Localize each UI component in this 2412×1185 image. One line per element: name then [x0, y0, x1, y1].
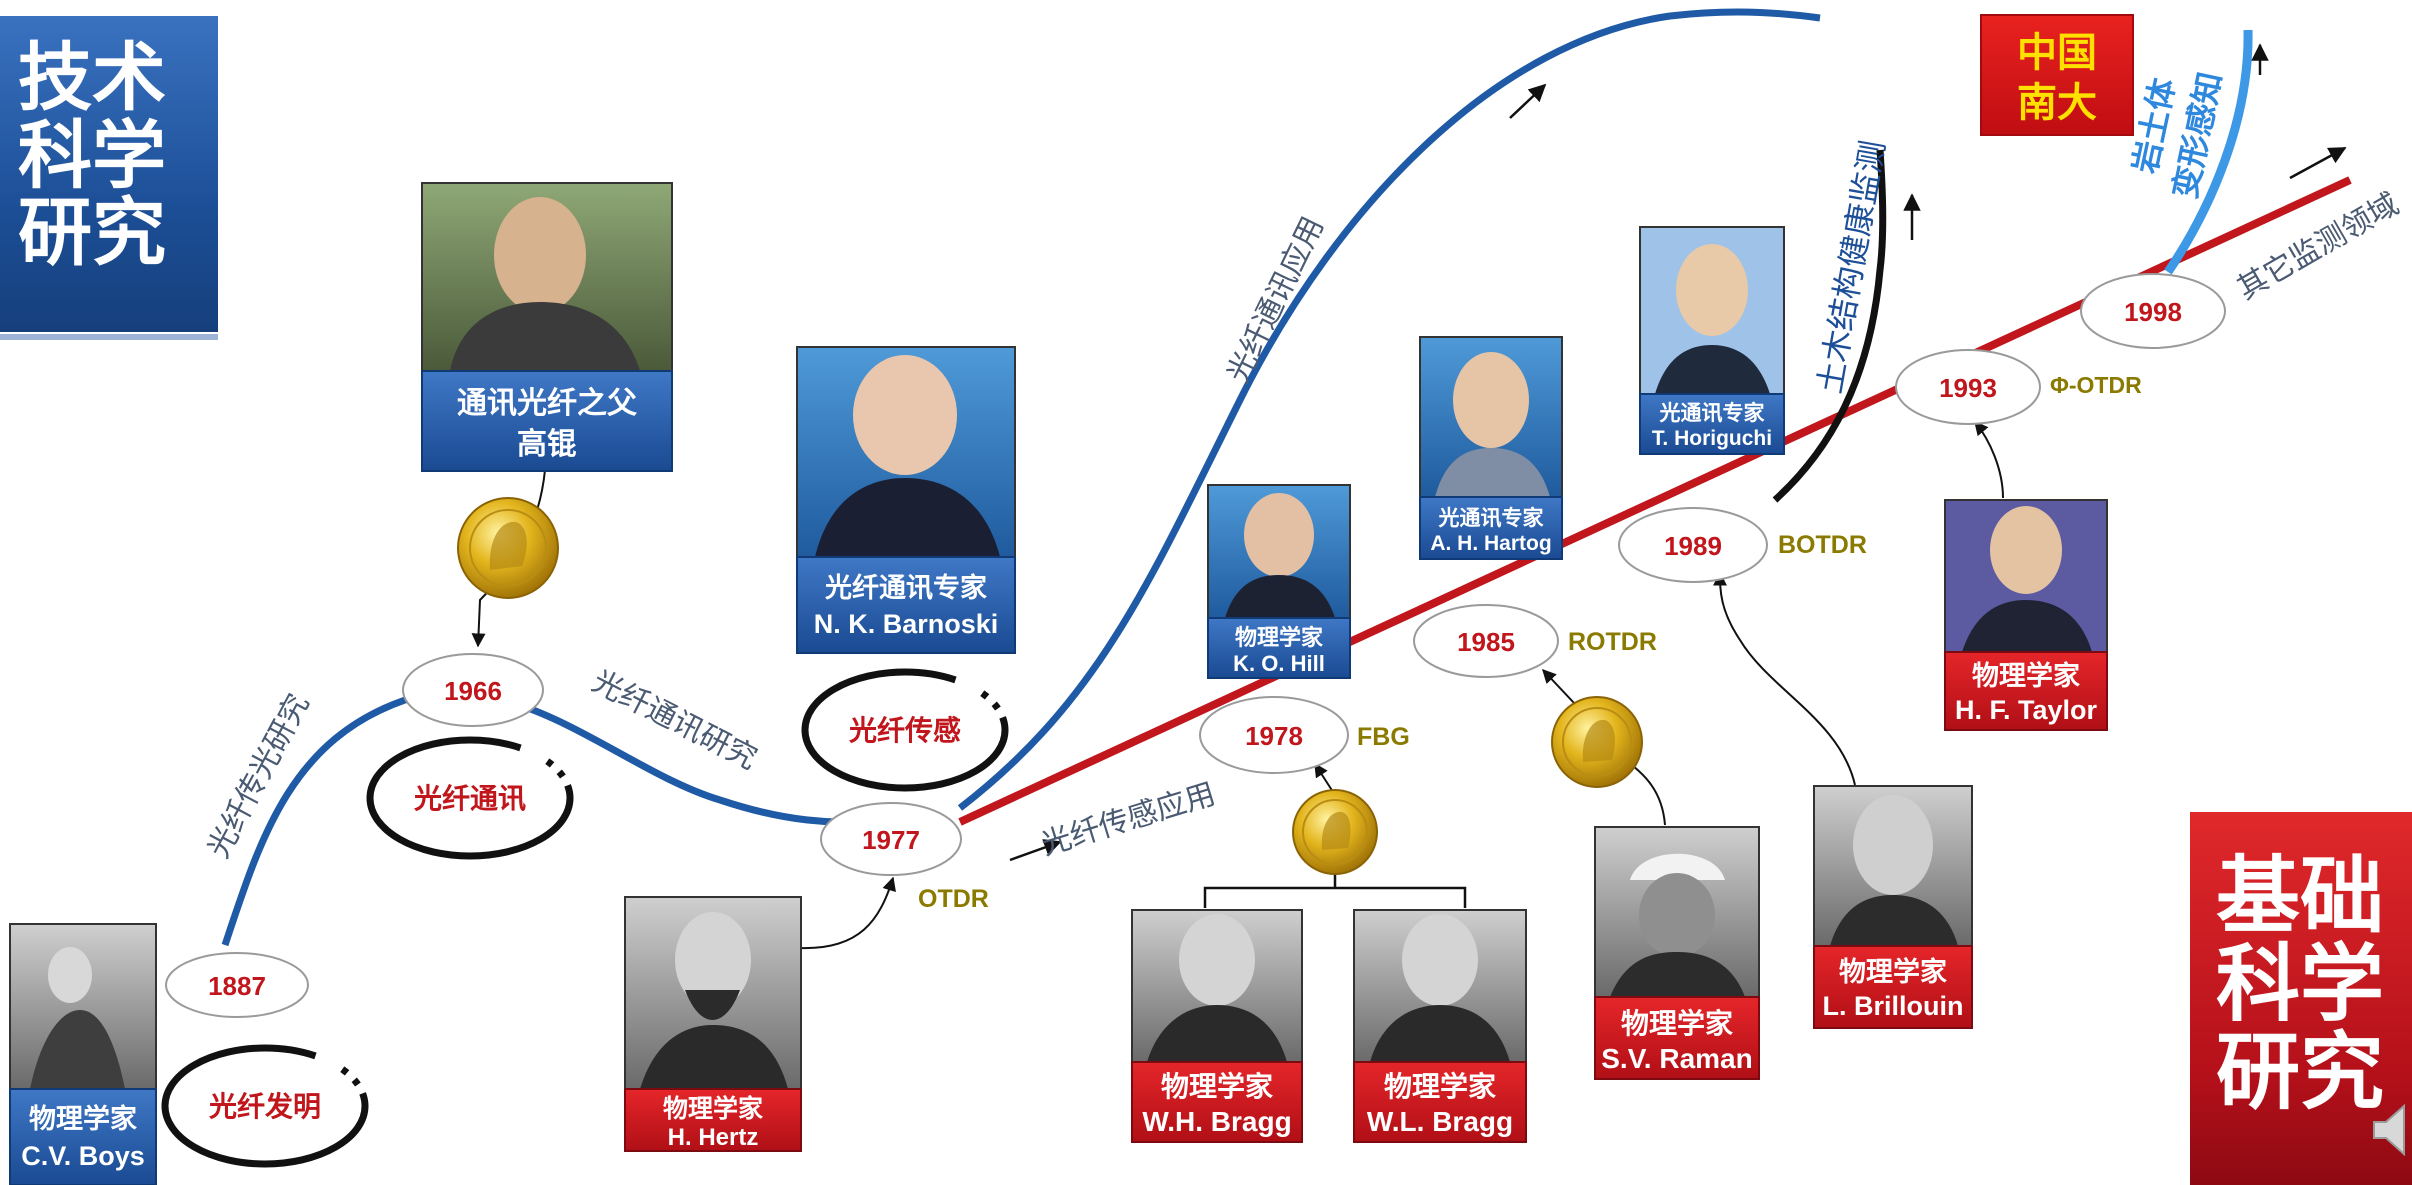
year-node-1977: 1977: [820, 802, 962, 876]
tech-botdr: BOTDR: [1778, 531, 1867, 559]
barnoski-name: N. K. Barnoski: [814, 609, 999, 639]
portrait-brillouin: 物理学家 L. Brillouin: [1813, 785, 1973, 1029]
brillouin-name: L. Brillouin: [1823, 991, 1964, 1021]
svg-text:1887: 1887: [208, 971, 266, 1001]
year-node-1989: 1989: [1618, 507, 1768, 583]
kao-name: 高锟: [517, 427, 577, 462]
year-node-1966: 1966: [402, 653, 544, 727]
portrait-raman: 物理学家 S.V. Raman: [1594, 826, 1760, 1080]
tech-rotdr: ROTDR: [1568, 628, 1657, 656]
whbragg-title: 物理学家: [1161, 1070, 1273, 1103]
technical-research-box: 技术 科学 研究: [0, 16, 218, 332]
label-sensing-application: 光纤传感应用: [1037, 777, 1219, 863]
svg-text:光纤传感: 光纤传感: [848, 714, 961, 747]
portrait-hertz: 物理学家 H. Hertz: [624, 896, 802, 1152]
boys-name: C.V. Boys: [21, 1141, 145, 1171]
nobel-medal-bragg: [1292, 789, 1378, 875]
taylor-title: 物理学家: [1972, 660, 2080, 692]
speaker-icon[interactable]: [2370, 1100, 2412, 1160]
year-node-1993: 1993: [1895, 349, 2041, 425]
svg-text:1989: 1989: [1664, 531, 1722, 561]
portrait-kao: 通讯光纤之父 高锟: [421, 182, 673, 472]
brillouin-title: 物理学家: [1839, 956, 1947, 988]
whbragg-name: W.H. Bragg: [1142, 1106, 1291, 1137]
tech-fbg: FBG: [1357, 723, 1410, 751]
portrait-boys: 物理学家 C.V. Boys: [9, 923, 157, 1185]
horiguchi-name: T. Horiguchi: [1652, 427, 1772, 450]
arrow-sensing: [1009, 839, 1062, 862]
year-node-1887: 1887: [165, 952, 309, 1018]
portrait-taylor: 物理学家 H. F. Taylor: [1944, 499, 2108, 731]
taylor-name: H. F. Taylor: [1955, 695, 2098, 725]
nanjing-univ-box: 中国 南大: [1980, 14, 2134, 136]
year-node-1978: 1978: [1199, 696, 1349, 774]
svg-text:1977: 1977: [862, 825, 920, 855]
barnoski-title: 光纤通讯专家: [824, 572, 987, 604]
black-curve-shm: [1772, 149, 1887, 503]
hill-name: K. O. Hill: [1233, 651, 1325, 676]
boys-title: 物理学家: [29, 1103, 137, 1135]
wlbragg-name: W.L. Bragg: [1367, 1106, 1513, 1137]
svg-text:1993: 1993: [1939, 373, 1997, 403]
portrait-horiguchi: 光通讯专家 T. Horiguchi: [1639, 226, 1785, 455]
arrow-comm: [1509, 83, 1547, 119]
wlbragg-title: 物理学家: [1384, 1070, 1496, 1103]
kao-title: 通讯光纤之父: [457, 386, 637, 421]
hill-title: 物理学家: [1235, 625, 1324, 651]
svg-text:1998: 1998: [2124, 297, 2182, 327]
label-other-fields: 其它监测领域: [2232, 187, 2405, 307]
field-sensing: 光纤传感: [801, 668, 1009, 792]
svg-text:1966: 1966: [444, 676, 502, 706]
nobel-medal-kao: [457, 497, 559, 599]
hartog-title: 光通讯专家: [1438, 506, 1545, 530]
year-node-1985: 1985: [1413, 604, 1559, 678]
tech-otdr: OTDR: [918, 885, 989, 913]
portrait-hartog: 光通讯专家 A. H. Hartog: [1419, 336, 1563, 560]
tech-phi-otdr: Φ-OTDR: [2050, 372, 2142, 398]
portrait-barnoski: 光纤通讯专家 N. K. Barnoski: [796, 346, 1016, 654]
arrow-other: [2289, 146, 2347, 180]
portrait-whbragg: 物理学家 W.H. Bragg: [1131, 909, 1303, 1143]
horiguchi-title: 光通讯专家: [1659, 401, 1766, 425]
link-taylor-1993: [1974, 420, 2004, 499]
raman-title: 物理学家: [1621, 1007, 1733, 1040]
svg-text:1978: 1978: [1245, 721, 1303, 751]
portrait-wlbragg: 物理学家 W.L. Bragg: [1353, 909, 1527, 1143]
blue-curve-comm-application: [957, 8, 1821, 811]
hertz-title: 物理学家: [663, 1094, 763, 1123]
tech-box-shadow: [0, 334, 218, 340]
light-blue-curve-geo: [2164, 29, 2253, 275]
year-node-1998: 1998: [2080, 273, 2226, 349]
raman-name: S.V. Raman: [1601, 1043, 1752, 1074]
nobel-medal-raman: [1551, 696, 1643, 788]
field-communication: 光纤通讯: [366, 736, 574, 860]
link-hertz-1977: [799, 876, 896, 950]
field-invention: 光纤发明: [161, 1044, 369, 1168]
svg-text:光纤发明: 光纤发明: [208, 1090, 321, 1123]
link-brillouin-1989: [1713, 571, 1856, 786]
hartog-name: A. H. Hartog: [1430, 532, 1551, 555]
portrait-hill: 物理学家 K. O. Hill: [1207, 484, 1351, 679]
label-comm-research: 光纤通讯研究: [586, 664, 762, 777]
hertz-name: H. Hertz: [668, 1124, 759, 1151]
svg-text:1985: 1985: [1457, 627, 1515, 657]
svg-text:光纤通讯: 光纤通讯: [413, 782, 526, 815]
label-comm-application: 光纤通讯应用: [1221, 211, 1331, 388]
